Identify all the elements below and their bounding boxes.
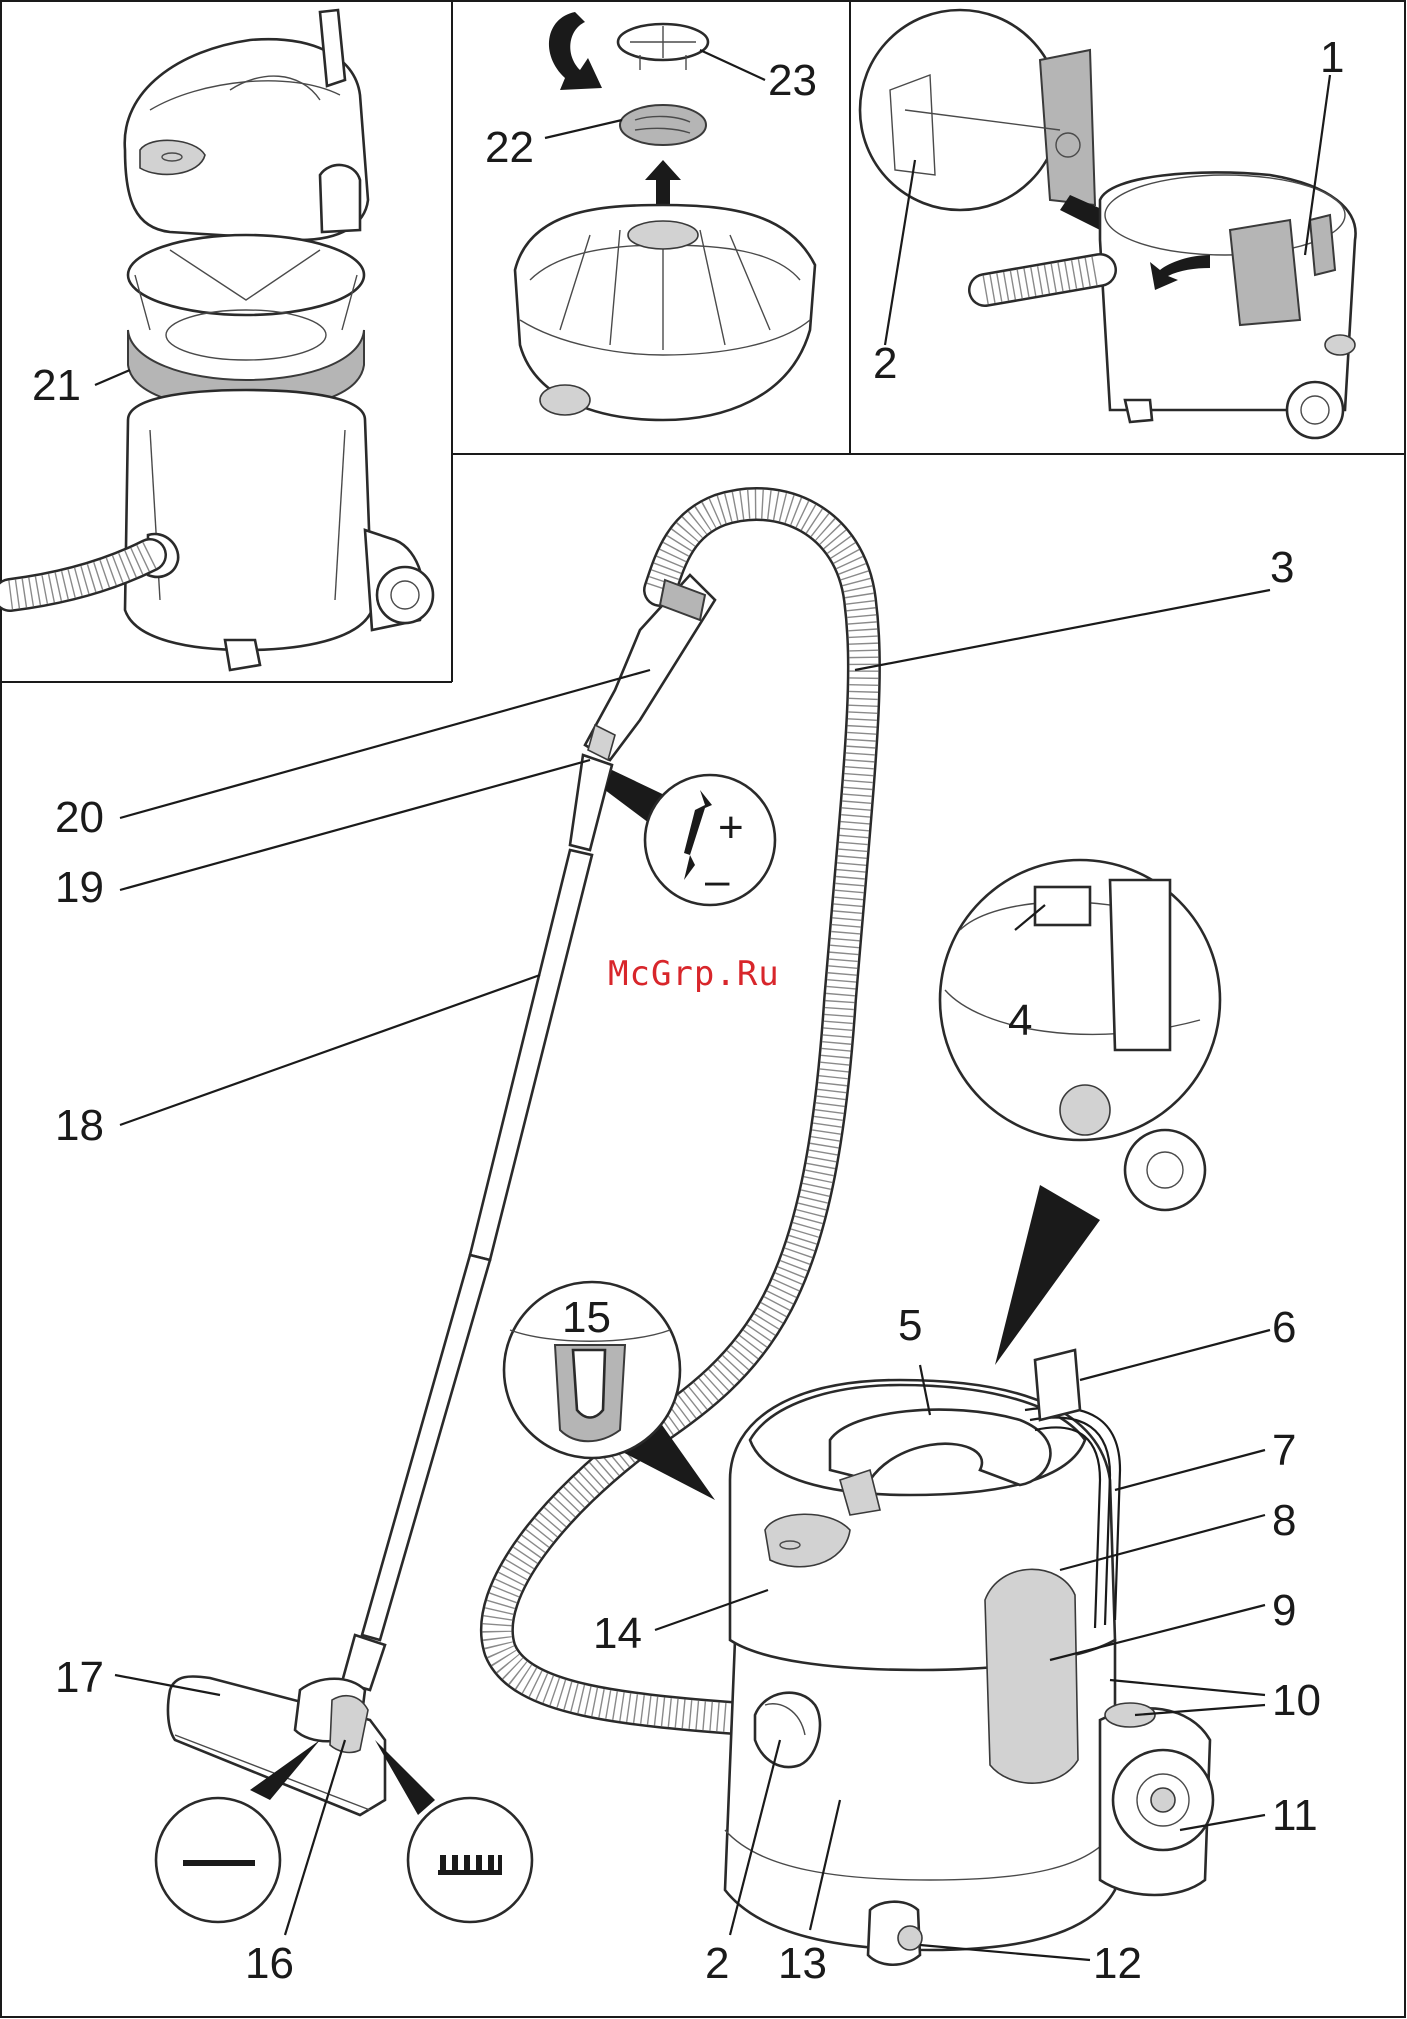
callout-7: 7: [1272, 1426, 1296, 1475]
callout-15: 15: [562, 1293, 611, 1342]
callout-8: 8: [1272, 1496, 1296, 1545]
callout-12: 12: [1093, 1939, 1142, 1988]
callout-21: 21: [32, 361, 81, 410]
callout-17: 17: [55, 1653, 104, 1702]
main-vacuum-body: [725, 1350, 1213, 1965]
callout-1: 1: [1320, 33, 1344, 82]
callout-6: 6: [1272, 1303, 1296, 1352]
callout-18: 18: [55, 1101, 104, 1150]
suction-minus-symbol: –: [705, 856, 730, 905]
callout-2-connector: 2: [705, 1939, 729, 1988]
callout-13: 13: [778, 1939, 827, 1988]
callout-5: 5: [898, 1301, 922, 1350]
callout-2-bag: 2: [873, 339, 897, 388]
main-suction-tube: [342, 850, 592, 1690]
watermark-text: McGrp.Ru: [608, 954, 780, 994]
callout-3: 3: [1270, 543, 1294, 592]
main-floor-nozzle: [168, 1676, 385, 1815]
callout-22: 22: [485, 123, 534, 172]
panel-dust-bag: [860, 10, 1356, 438]
callout-10: 10: [1272, 1676, 1321, 1725]
suction-plus-symbol: +: [718, 803, 744, 852]
callout-9: 9: [1272, 1586, 1296, 1635]
callout-19: 19: [55, 863, 104, 912]
callout-23: 23: [768, 56, 817, 105]
callout-4: 4: [1008, 996, 1032, 1045]
callout-16: 16: [245, 1939, 294, 1988]
callout-14: 14: [593, 1609, 642, 1658]
callout-11: 11: [1272, 1791, 1318, 1840]
callout-20: 20: [55, 793, 104, 842]
panel-exploded-view: [10, 10, 433, 670]
